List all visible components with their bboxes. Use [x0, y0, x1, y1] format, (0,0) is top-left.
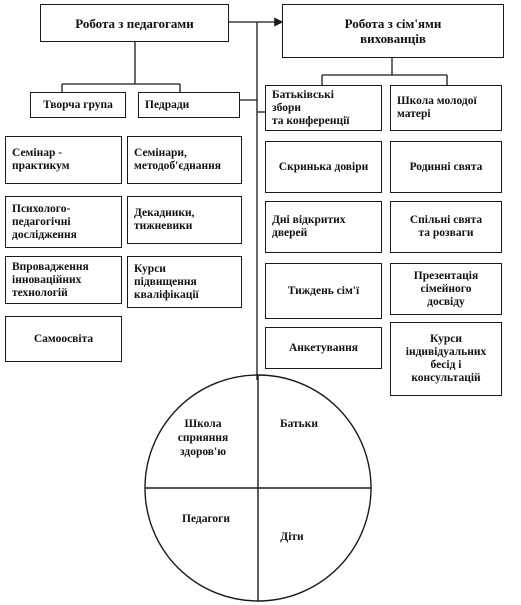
teachers-header-box: Робота з педагогами — [40, 4, 229, 42]
families-left-item: Батьківські збори та конференції — [265, 85, 382, 131]
circle-bottom-left-label: Педагоги — [182, 513, 230, 525]
circle-top-right-label: Батьки — [279, 418, 319, 430]
families-right-item: Родинні свята — [390, 141, 502, 193]
creative-group-label: Творча група — [43, 98, 113, 111]
families-left-item: Скринька довіри — [265, 141, 382, 193]
circle-top-left-label: Школа сприяння здоров'ю — [177, 418, 229, 458]
teachers-left-item: Психолого- педагогічні дослідження — [5, 196, 122, 248]
families-header-box: Робота з сім'ями вихованців — [282, 4, 504, 58]
teachers-left-item: Впровадження інноваційних технологій — [5, 256, 122, 304]
families-right-item: Курси індивідуальних бесід і консультаці… — [390, 322, 502, 396]
teachers-title: Робота з педагогами — [75, 15, 194, 31]
councils-box: Педради — [138, 92, 240, 118]
councils-label: Педради — [145, 98, 190, 111]
circle-bottom-right-label: Діти — [280, 531, 304, 543]
teachers-left-item: Семінар - практикум — [5, 136, 122, 184]
teachers-right-item: Курси підвищення кваліфікації — [127, 256, 242, 308]
families-right-item: Школа молодої матері — [390, 85, 502, 131]
teachers-right-item: Декадники, тижневики — [127, 196, 242, 244]
participants-circle — [144, 374, 372, 602]
families-left-item: Тиждень сім'ї — [265, 263, 382, 319]
teachers-left-item: Самоосвіта — [5, 316, 122, 362]
teachers-right-item: Семінари, методоб'єднання — [127, 136, 242, 184]
families-right-item: Презентація сімейного досвіду — [390, 263, 502, 315]
families-right-item: Спільні свята та розваги — [390, 201, 502, 253]
creative-group-box: Творча група — [30, 92, 126, 118]
families-title: Робота з сім'ями вихованців — [344, 16, 442, 46]
families-left-item: Анкетування — [265, 327, 382, 369]
families-left-item: Дні відкритих дверей — [265, 201, 382, 253]
